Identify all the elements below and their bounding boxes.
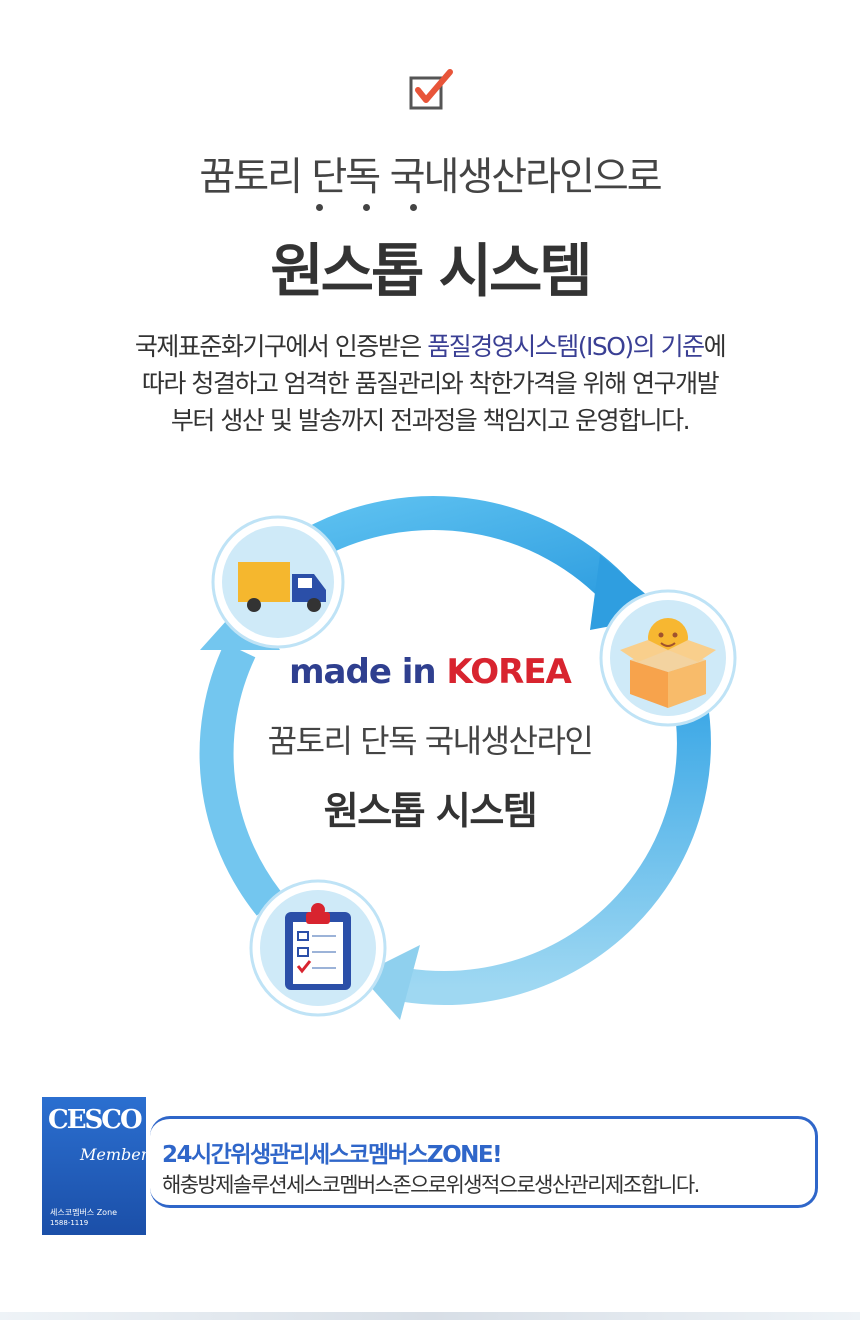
iso-highlight: 품질경영시스템(ISO)의 기준 [427,332,705,361]
cycle-arc-right [402,696,711,1005]
description-line-3: 부터 생산 및 발송까지 전과정을 책임지고 운영합니다. [170,406,691,435]
cesco-members-logo: CESCO Members 세스코멤버스 Zone 1588-1119 [42,1097,157,1235]
cesco-banner: 24시간위생관리세스코멤버스ZONE! 해충방제솔루션세스코멤버스존으로위생적으… [150,1116,818,1208]
emphasis-dots [0,204,860,216]
cycle-arc-top [301,496,633,607]
box-icon [599,589,737,727]
truck-icon [211,515,345,649]
description-line-2: 따라 청결하고 엄격한 품질관리와 착한가격을 위해 연구개발 [141,369,720,398]
made-in-korea-logo: made in KOREA [289,652,572,692]
description: 국제표준화기구에서 인증받은 품질경영시스템(ISO)의 기준에 따라 청결하고… [80,328,780,439]
headline: 꿈토리 단독 국내생산라인으로 [199,155,662,200]
clipboard-icon [249,879,387,1017]
cycle-title: 원스톱 시스템 [323,789,538,833]
page-title: 원스톱 시스템 [270,237,592,305]
production-cycle-diagram [199,496,737,1020]
description-line-1: 국제표준화기구에서 인증받은 품질경영시스템(ISO)의 기준에 [134,332,727,361]
cycle-center: made in KOREA 꿈토리 단독 국내생산라인 원스톱 시스템 [0,652,860,835]
banner-description: 해충방제솔루션세스코멤버스존으로위생적으로생산관리제조합니다. [162,1173,700,1197]
checkbox-icon [409,69,453,110]
cycle-arc-left [199,642,284,916]
banner-title: 24시간위생관리세스코멤버스ZONE! [162,1142,503,1168]
bottom-divider [0,1312,860,1320]
cycle-subtitle: 꿈토리 단독 국내생산라인 [267,722,594,760]
